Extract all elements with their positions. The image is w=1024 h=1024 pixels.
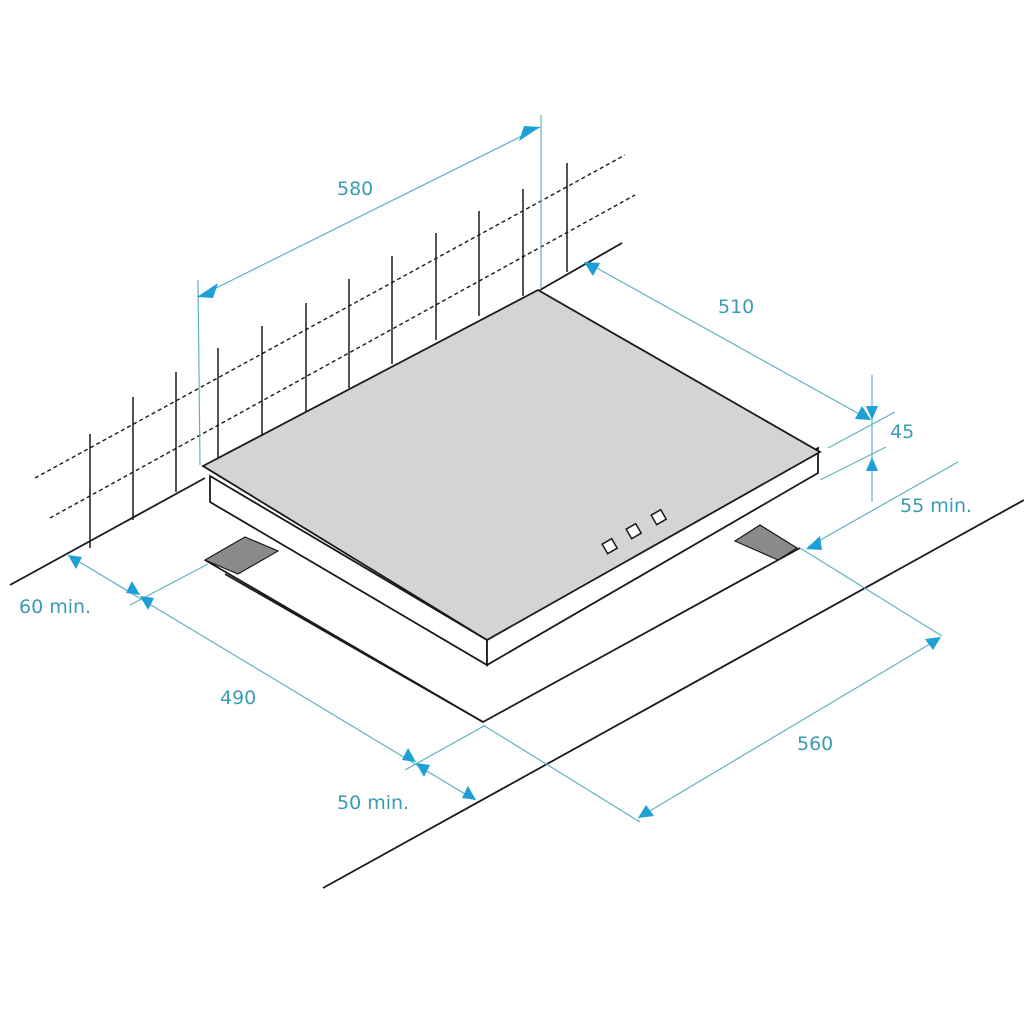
countertop — [204, 499, 1024, 889]
control-button-1 — [601, 537, 619, 555]
label-490: 490 — [220, 687, 256, 709]
support-block-right — [733, 524, 799, 561]
dimension-labels: 580 510 45 55 min. 60 min. 490 50 min. 5… — [19, 178, 972, 814]
support-block-left — [203, 536, 280, 575]
label-510: 510 — [718, 296, 754, 318]
hob — [201, 288, 822, 667]
control-button-2 — [625, 522, 643, 540]
label-560: 560 — [797, 733, 833, 755]
label-580: 580 — [337, 178, 373, 200]
label-55-min: 55 min. — [900, 495, 972, 517]
control-buttons — [601, 508, 668, 555]
label-45: 45 — [890, 421, 914, 443]
control-button-3 — [650, 508, 668, 526]
label-50-min: 50 min. — [337, 792, 409, 814]
label-60-min: 60 min. — [19, 596, 91, 618]
support-blocks — [203, 524, 799, 575]
hob-top-surface — [201, 288, 822, 642]
dimension-lines — [67, 115, 959, 823]
wall — [9, 154, 636, 586]
